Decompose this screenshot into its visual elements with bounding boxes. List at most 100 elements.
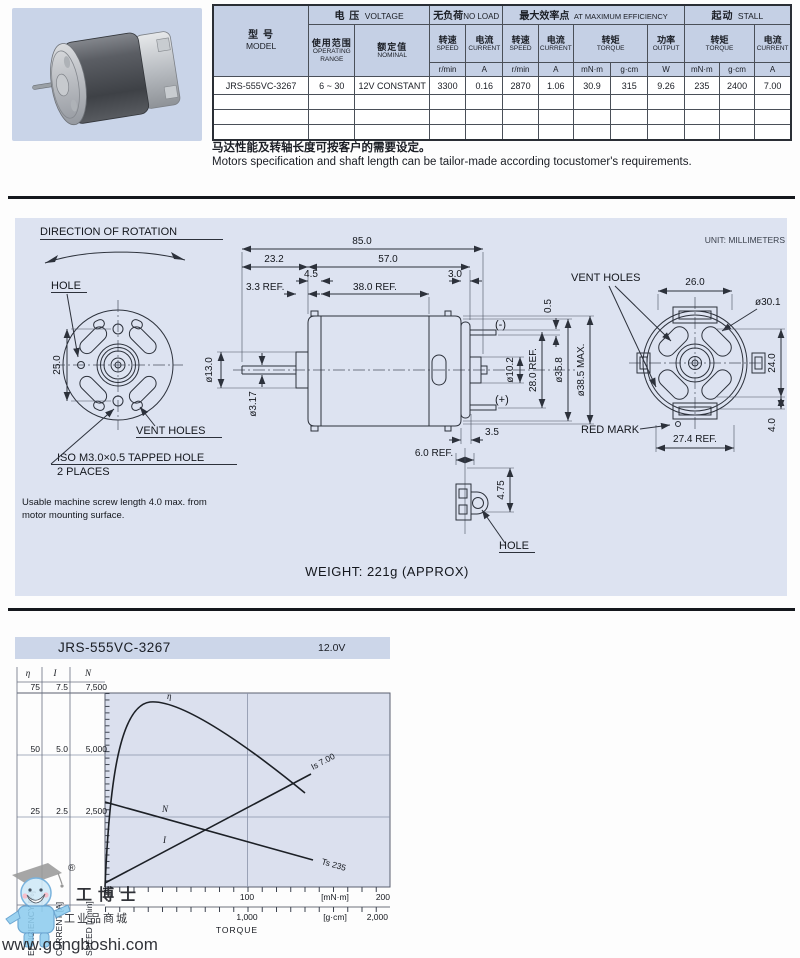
unit-gcm: g·cm [718, 62, 756, 77]
dim-24: 24.0 [767, 353, 778, 373]
dim-3-0: 3.0 [448, 269, 462, 280]
y-axis-current: CURRENT [A] [54, 902, 64, 956]
dim-4-75: 4.75 [496, 480, 507, 500]
y-axis-speed: SPEED [r/min] [84, 901, 94, 956]
xunit-gcm: [g·cm] [323, 912, 347, 922]
unit-gcm: g·cm [610, 62, 649, 77]
performance-chart-svg: η I N 75 7.5 7,500 50 5.0 5,000 25 2.5 2… [16, 667, 391, 956]
col-me-current: 电流 CURRENT [537, 24, 574, 63]
group-no-load: 无负荷NO LOAD [428, 4, 504, 25]
dim-28-ref: 28.0 REF. [528, 348, 539, 392]
empty-row [212, 109, 792, 125]
xtick-2000: 2,000 [367, 912, 389, 922]
col-nl-current: 电流 CURRENT [465, 24, 504, 63]
col-me-torque: 转矩 TORQUE [572, 24, 649, 63]
chart-title: JRS-555VC-3267 [58, 640, 171, 655]
xtick-1000: 1,000 [236, 912, 258, 922]
terminal-minus-label: (-) [495, 319, 506, 331]
cell-me-torque-gcm: 315 [610, 76, 649, 95]
model-zh: 型 号 [248, 30, 274, 42]
spec-table: 型 号 MODEL 电 压 VOLTAGE 无负荷NO LOAD 最大效率点 A… [212, 4, 792, 141]
axis-symbol-n: N [84, 668, 92, 678]
terminal-detail [455, 448, 489, 534]
note-zh: 马达性能及转轴长度可按客户的需要设定。 [212, 142, 431, 154]
unit-a: A [465, 62, 504, 77]
watermark-svg: ® 工博士 工业品商城 www.gongboshi.com [1, 863, 158, 954]
cell-me-speed: 2870 [502, 76, 539, 95]
dimension-drawing-panel: DIRECTION OF ROTATION UNIT: MILLIMETERS [15, 218, 787, 596]
cell-st-torque-mnm: 235 [683, 76, 720, 95]
tick-n-2500: 2,500 [86, 806, 108, 816]
curve-label-eta: η [167, 691, 172, 701]
unit-rmin: r/min [428, 62, 467, 77]
weight-note: WEIGHT: 221g (APPROX) [305, 564, 469, 579]
motor-photo-illustration [32, 31, 181, 126]
tick-i-5-0: 5.0 [56, 744, 68, 754]
dim-dia-38-5: ø38.5 MAX. [576, 344, 587, 397]
col-st-torque: 转矩 TORQUE [683, 24, 756, 63]
watermark: ® 工博士 工业品商城 www.gongboshi.com [0, 853, 230, 958]
small-hole [77, 361, 85, 369]
dim-23-2: 23.2 [264, 254, 284, 265]
registered-mark: ® [68, 863, 76, 874]
customization-note: 马达性能及转轴长度可按客户的需要设定。 Motors specification… [212, 139, 796, 168]
cell-me-current: 1.06 [537, 76, 574, 95]
body-slot [431, 354, 447, 386]
brand-name: 工博士 [76, 885, 142, 904]
performance-chart: η I N 75 7.5 7,500 50 5.0 5,000 25 2.5 2… [10, 662, 400, 958]
hole-label-bottom: HOLE [499, 540, 529, 552]
unit-a: A [537, 62, 574, 77]
tick-i-2-5: 2.5 [56, 806, 68, 816]
col-model: 型 号 MODEL [212, 4, 310, 77]
rotation-arrow [171, 252, 185, 260]
motor-photo [12, 8, 202, 141]
cell-me-torque-mnm: 30.9 [572, 76, 612, 95]
rear-view [629, 297, 766, 429]
dim-dia-30-1: ø30.1 [755, 297, 781, 308]
tick-eta-25: 25 [31, 806, 41, 816]
screw-note-line1: Usable machine screw length 4.0 max. fro… [22, 497, 207, 508]
dim-4: 4.0 [767, 418, 778, 432]
chart-voltage: 12.0V [318, 642, 346, 654]
cell-st-torque-gcm: 2400 [718, 76, 756, 95]
vent-holes-label-right: VENT HOLES [571, 272, 641, 284]
motor-body [307, 315, 462, 427]
efficiency-curve [104, 701, 306, 888]
side-view [233, 310, 575, 432]
dim-27-4-ref: 27.4 REF. [673, 434, 717, 445]
unit-rmin: r/min [502, 62, 539, 77]
cell-nl-speed: 3300 [428, 76, 467, 95]
dim-0-5: 0.5 [543, 299, 554, 313]
dim-26: 26.0 [685, 277, 705, 288]
axis-symbol-i: I [53, 668, 58, 678]
group-voltage: 电 压 VOLTAGE [308, 4, 430, 25]
xtick-100: 100 [240, 892, 254, 902]
tapped-hole-top [112, 323, 124, 335]
cell-st-current: 7.00 [754, 76, 792, 95]
col-nl-speed: 转速 SPEED [428, 24, 467, 63]
cell-nl-current: 0.16 [465, 76, 504, 95]
cell-nominal: 12V CONSTANT [354, 76, 430, 95]
chart-title-bar: JRS-555VC-3267 12.0V [15, 637, 390, 659]
col-nominal: 额定值 NOMINAL [354, 24, 430, 77]
dim-4-5: 4.5 [304, 269, 318, 280]
xunit-mnm: [mN·m] [321, 892, 349, 902]
tapped-hole-bottom [112, 395, 124, 407]
vent-holes-label-left: VENT HOLES [136, 425, 206, 437]
note-en: Motors specification and shaft length ca… [212, 156, 692, 168]
curves [104, 701, 314, 888]
terminal-hole [472, 497, 484, 509]
screw-note-line2: motor mounting surface. [22, 510, 124, 521]
current-line [104, 773, 312, 884]
dimension-drawing: DIRECTION OF ROTATION UNIT: MILLIMETERS [22, 226, 785, 579]
x-axis-title: TORQUE [216, 925, 258, 935]
empty-row [212, 94, 792, 110]
tick-eta-50: 50 [31, 744, 41, 754]
unit-mnm: mN·m [683, 62, 720, 77]
tick-n-7500: 7,500 [86, 682, 108, 692]
mascot-icon [5, 863, 71, 948]
empty-row [212, 124, 792, 140]
tick-eta-75: 75 [31, 682, 41, 692]
dim-38-ref: 38.0 REF. [353, 282, 397, 293]
